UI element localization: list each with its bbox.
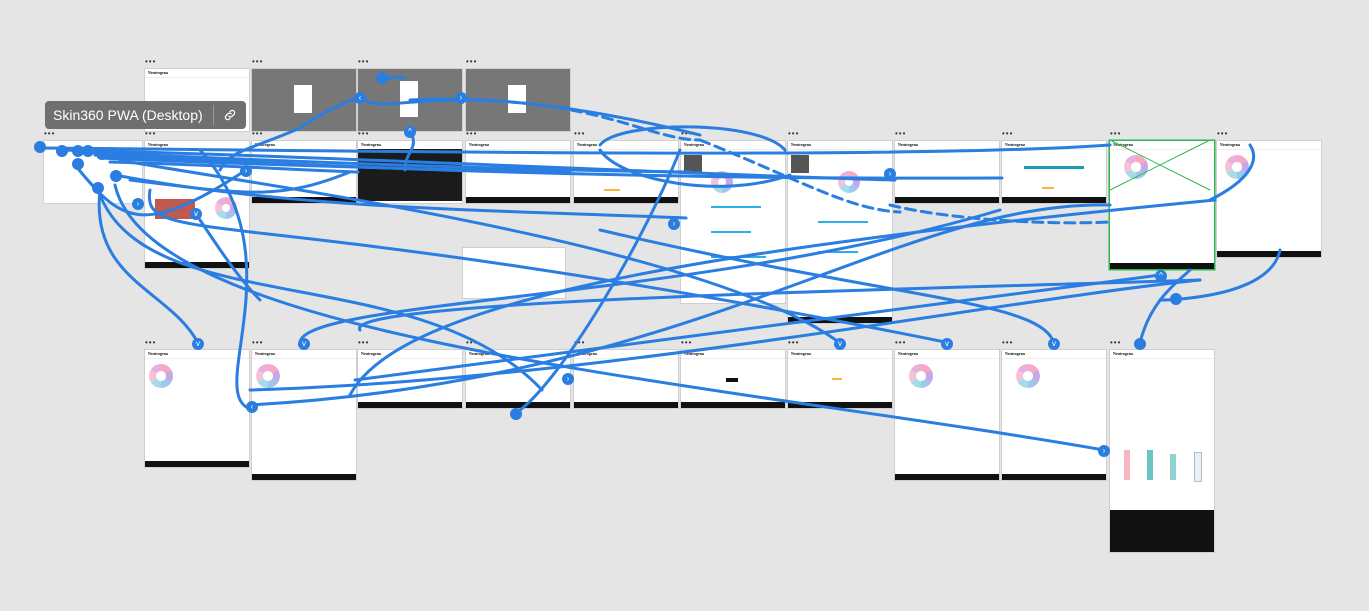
chevron-right-icon[interactable]: ›: [455, 92, 467, 104]
frame-regimen-a[interactable]: Neutrogena: [145, 350, 249, 467]
frame-brand: Neutrogena: [791, 351, 811, 356]
frame-menu-icon[interactable]: •••: [1110, 338, 1122, 347]
chevron-down-icon[interactable]: v: [834, 338, 846, 350]
frame-menu-icon[interactable]: •••: [1217, 129, 1229, 138]
frame-brand: Neutrogena: [361, 351, 381, 356]
connector-handle[interactable]: [56, 145, 68, 157]
chevron-right-icon[interactable]: ›: [884, 168, 896, 180]
connector-handle[interactable]: [1170, 293, 1182, 305]
frame-brand: Neutrogena: [577, 142, 597, 147]
frame-menu-icon[interactable]: •••: [788, 338, 800, 347]
frame-regimen[interactable]: Neutrogena: [1217, 141, 1321, 257]
frame-modal-1[interactable]: [252, 69, 356, 131]
frame-brand: Neutrogena: [684, 142, 704, 147]
connector-handle[interactable]: [72, 145, 84, 157]
divider: [212, 105, 214, 125]
frame-brand: Neutrogena: [1005, 351, 1025, 356]
chevron-right-icon[interactable]: ›: [132, 198, 144, 210]
chevron-left-icon[interactable]: ‹: [246, 401, 258, 413]
frame-brand: Neutrogena: [1220, 142, 1240, 147]
connector-handle[interactable]: [510, 408, 522, 420]
frame-brand: Neutrogena: [255, 351, 275, 356]
chevron-down-icon[interactable]: v: [1048, 338, 1060, 350]
frame-menu-icon[interactable]: •••: [358, 338, 370, 347]
frame-regimen-selected[interactable]: Neutrogena: [1110, 141, 1214, 269]
frame-brand: Neutrogena: [469, 351, 489, 356]
connector-handle[interactable]: [72, 158, 84, 170]
frame-brand: Neutrogena: [1113, 351, 1133, 356]
flow-starting-point-label[interactable]: Skin360 PWA (Desktop): [45, 101, 246, 129]
frame-brand: Neutrogena: [469, 142, 489, 147]
frame-menu-icon[interactable]: •••: [1002, 129, 1014, 138]
link-icon[interactable]: [220, 105, 240, 125]
frame-brand: Neutrogena: [361, 142, 381, 147]
frame-menu-icon[interactable]: •••: [788, 129, 800, 138]
chevron-down-icon[interactable]: v: [941, 338, 953, 350]
frame-menu-icon[interactable]: •••: [574, 129, 586, 138]
frame-menu-icon[interactable]: •••: [681, 338, 693, 347]
frame-menu-icon[interactable]: •••: [252, 57, 264, 66]
chevron-down-icon[interactable]: v: [298, 338, 310, 350]
frame-menu-icon[interactable]: •••: [466, 129, 478, 138]
frame-menu-icon[interactable]: •••: [681, 129, 693, 138]
chevron-up-icon[interactable]: ^: [404, 126, 416, 138]
frame-menu-icon[interactable]: •••: [895, 129, 907, 138]
chevron-right-icon[interactable]: ›: [1098, 445, 1110, 457]
chevron-right-icon[interactable]: ›: [562, 373, 574, 385]
frame-brand: Neutrogena: [684, 351, 704, 356]
frame-regimen-c[interactable]: Neutrogena: [895, 350, 999, 480]
chevron-right-icon[interactable]: ›: [668, 218, 680, 230]
frame-blank[interactable]: [463, 248, 565, 298]
frame-brand: Neutrogena: [1113, 142, 1133, 147]
frame-menu-icon[interactable]: •••: [252, 338, 264, 347]
frame-brand: Neutrogena: [577, 351, 597, 356]
frame-menu-icon[interactable]: •••: [466, 338, 478, 347]
frame-brand: Neutrogena: [791, 142, 811, 147]
frame-brand: Neutrogena: [1005, 142, 1025, 147]
chevron-right-icon[interactable]: ›: [240, 165, 252, 177]
frame-form-3[interactable]: Neutrogena: [788, 350, 892, 408]
connector-handle[interactable]: [82, 145, 94, 157]
chevron-up-icon[interactable]: ^: [1155, 270, 1167, 282]
connector-handle[interactable]: [96, 148, 108, 160]
frame-menu-icon[interactable]: •••: [358, 57, 370, 66]
frame-brand: Neutrogena: [148, 142, 168, 147]
frame-menu-icon[interactable]: •••: [252, 129, 264, 138]
frame-shop[interactable]: Neutrogena: [1110, 350, 1214, 552]
frame-menu-icon[interactable]: •••: [574, 338, 586, 347]
flow-title: Skin360 PWA (Desktop): [53, 107, 203, 123]
connector-handle[interactable]: [376, 72, 388, 84]
frame-brand: Neutrogena: [255, 142, 275, 147]
chevron-left-icon[interactable]: ‹: [354, 92, 366, 104]
frame-brand: Neutrogena: [148, 351, 168, 356]
frame-brand: Neutrogena: [898, 351, 918, 356]
frame-menu-icon[interactable]: •••: [145, 57, 157, 66]
chevron-down-icon[interactable]: v: [192, 338, 204, 350]
frame-menu-icon[interactable]: •••: [1002, 338, 1014, 347]
frame-menu-icon[interactable]: •••: [358, 129, 370, 138]
connector-handle[interactable]: [92, 182, 104, 194]
frame-menu-icon[interactable]: •••: [145, 338, 157, 347]
connector-handle[interactable]: [110, 170, 122, 182]
frame-menu-icon[interactable]: •••: [1110, 129, 1122, 138]
frame-brand: Neutrogena: [148, 70, 168, 75]
frame-regimen-b[interactable]: Neutrogena: [252, 350, 356, 480]
frame-menu-icon[interactable]: •••: [44, 129, 56, 138]
frame-menu-icon[interactable]: •••: [466, 57, 478, 66]
connector-handle[interactable]: [34, 141, 46, 153]
frame-brand: Neutrogena: [898, 142, 918, 147]
connector-handle[interactable]: [1134, 338, 1146, 350]
frame-regimen-d[interactable]: Neutrogena: [1002, 350, 1106, 480]
chevron-down-icon[interactable]: v: [190, 208, 202, 220]
frame-menu-icon[interactable]: •••: [895, 338, 907, 347]
frame-menu-icon[interactable]: •••: [145, 129, 157, 138]
